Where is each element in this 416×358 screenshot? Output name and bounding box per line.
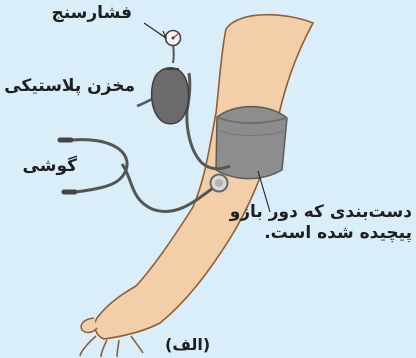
figure-caption: (الف) <box>165 335 210 354</box>
gauge-label: فشارسنج <box>51 3 132 23</box>
cuff-label-line-1: دست‌بندی که دور بازو <box>230 202 412 223</box>
cuff-label: دست‌بندی که دور بازو پیچیده شده است. <box>230 202 412 245</box>
cuff-label-line-2: پیچیده شده است. <box>230 223 412 244</box>
pressure-gauge-icon <box>166 31 181 46</box>
bulb-label: مخزن پلاستیکی <box>4 76 135 96</box>
arm <box>80 15 313 357</box>
plastic-bulb-icon <box>152 68 189 124</box>
stethoscope-chest-piece-icon <box>211 175 228 192</box>
earpieces-label: گوشی <box>23 156 77 176</box>
